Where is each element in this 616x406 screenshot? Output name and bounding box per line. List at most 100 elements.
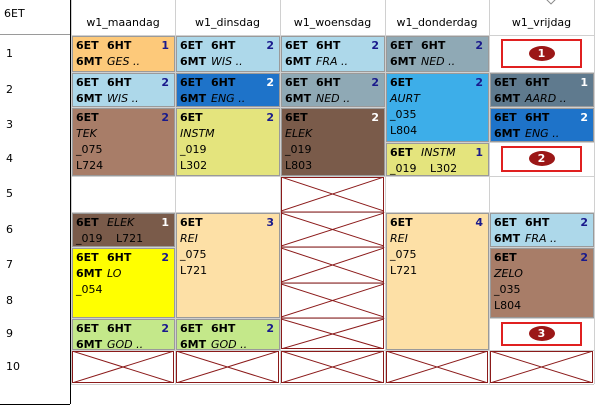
lesson-count-badge: 2 [266, 39, 274, 52]
lesson-count-badge: 2 [580, 216, 588, 229]
lesson-class-row: 6ET 6HT [76, 75, 174, 91]
lesson-class: 6HT [421, 39, 446, 52]
lesson-class: 6MT [180, 338, 207, 350]
lesson-room: L804 [390, 124, 418, 137]
period-label-10: 10 [6, 360, 20, 373]
blocked-cell [281, 177, 384, 349]
lesson-room: _035 [494, 283, 521, 296]
blocked-cell [281, 351, 384, 383]
blocked-cell [490, 351, 593, 383]
lesson-subject: WIS .. [211, 55, 243, 68]
lesson-count-badge: 2 [161, 251, 169, 264]
lesson-room: _075 [180, 248, 207, 261]
lesson-subject: ELEK [285, 127, 313, 140]
lesson-room: _075 [76, 143, 103, 156]
blocked-cell-border [490, 351, 593, 383]
lesson-subject: REI [390, 232, 408, 245]
lesson-room: _054 [76, 283, 103, 296]
lesson-class: 6ET [390, 146, 413, 159]
callout-marker: 3 [501, 322, 582, 346]
day-header-w1_woensdag[interactable]: w1_woensdag [293, 16, 372, 29]
lesson-class: 6MT [76, 267, 103, 280]
lesson-class: 6ET [180, 76, 203, 89]
lesson-class: 6ET [76, 111, 99, 124]
lesson-count-badge: 2 [371, 111, 379, 124]
period-label-8: 8 [6, 293, 13, 307]
lesson-count-badge: 2 [266, 322, 274, 335]
lesson-class: 6MT [76, 92, 103, 105]
lesson-subject: INSTM [421, 146, 456, 159]
lesson-class: 6MT [494, 232, 521, 245]
lesson-count-badge: 1 [475, 146, 483, 159]
lesson-class-row: 6ET INSTM [390, 145, 488, 161]
lesson-class: 6ET [180, 39, 203, 52]
lesson-count-badge: 2 [161, 322, 169, 335]
lesson-count-badge: 4 [475, 216, 483, 229]
lesson-room: L803 [285, 159, 313, 172]
blocked-cross-line [72, 351, 174, 383]
callout-number-badge: 2 [528, 151, 555, 166]
lesson-count-badge: 1 [580, 76, 588, 89]
blocked-cross-line [490, 351, 593, 383]
lesson-class: 6ET [285, 39, 308, 52]
lesson-class: 6MT [494, 92, 521, 105]
blocked-cell-border [386, 351, 488, 383]
lesson-subject: AURT [390, 92, 420, 105]
lesson-subject: ELEK [107, 216, 135, 229]
period-label-3: 3 [6, 117, 13, 131]
day-header-w1_vrijdag[interactable]: w1_vrijdag [511, 16, 572, 29]
lesson-subject: WIS .. [107, 92, 139, 105]
period-label-2: 2 [6, 82, 13, 96]
lesson-subject: NED .. [421, 55, 456, 68]
day-header-w1_donderdag[interactable]: w1_donderdag [396, 16, 478, 29]
lesson-subject: ENG .. [211, 92, 246, 105]
lesson-class: 6HT [107, 76, 132, 89]
callout-number-badge: 1 [528, 45, 555, 61]
lesson-count-badge: 2 [475, 39, 483, 52]
lesson-class: 6HT [107, 322, 132, 335]
lesson-class: 6ET [285, 111, 308, 124]
blocked-cross-line [281, 177, 384, 212]
day-header-w1_maandag[interactable]: w1_maandag [86, 16, 160, 29]
lesson-class: 6ET [76, 216, 99, 229]
lesson-class: 6HT [525, 111, 550, 124]
lesson-room: L302 [180, 159, 208, 172]
lesson-class: 6ET [76, 76, 99, 89]
lesson-class: 6ET [76, 322, 99, 335]
day-header-w1_dinsdag[interactable]: w1_dinsdag [195, 16, 260, 29]
lesson-class: 6HT [107, 251, 132, 264]
lesson-room: L721 [180, 264, 208, 277]
lesson-count-badge: 1 [161, 216, 169, 229]
